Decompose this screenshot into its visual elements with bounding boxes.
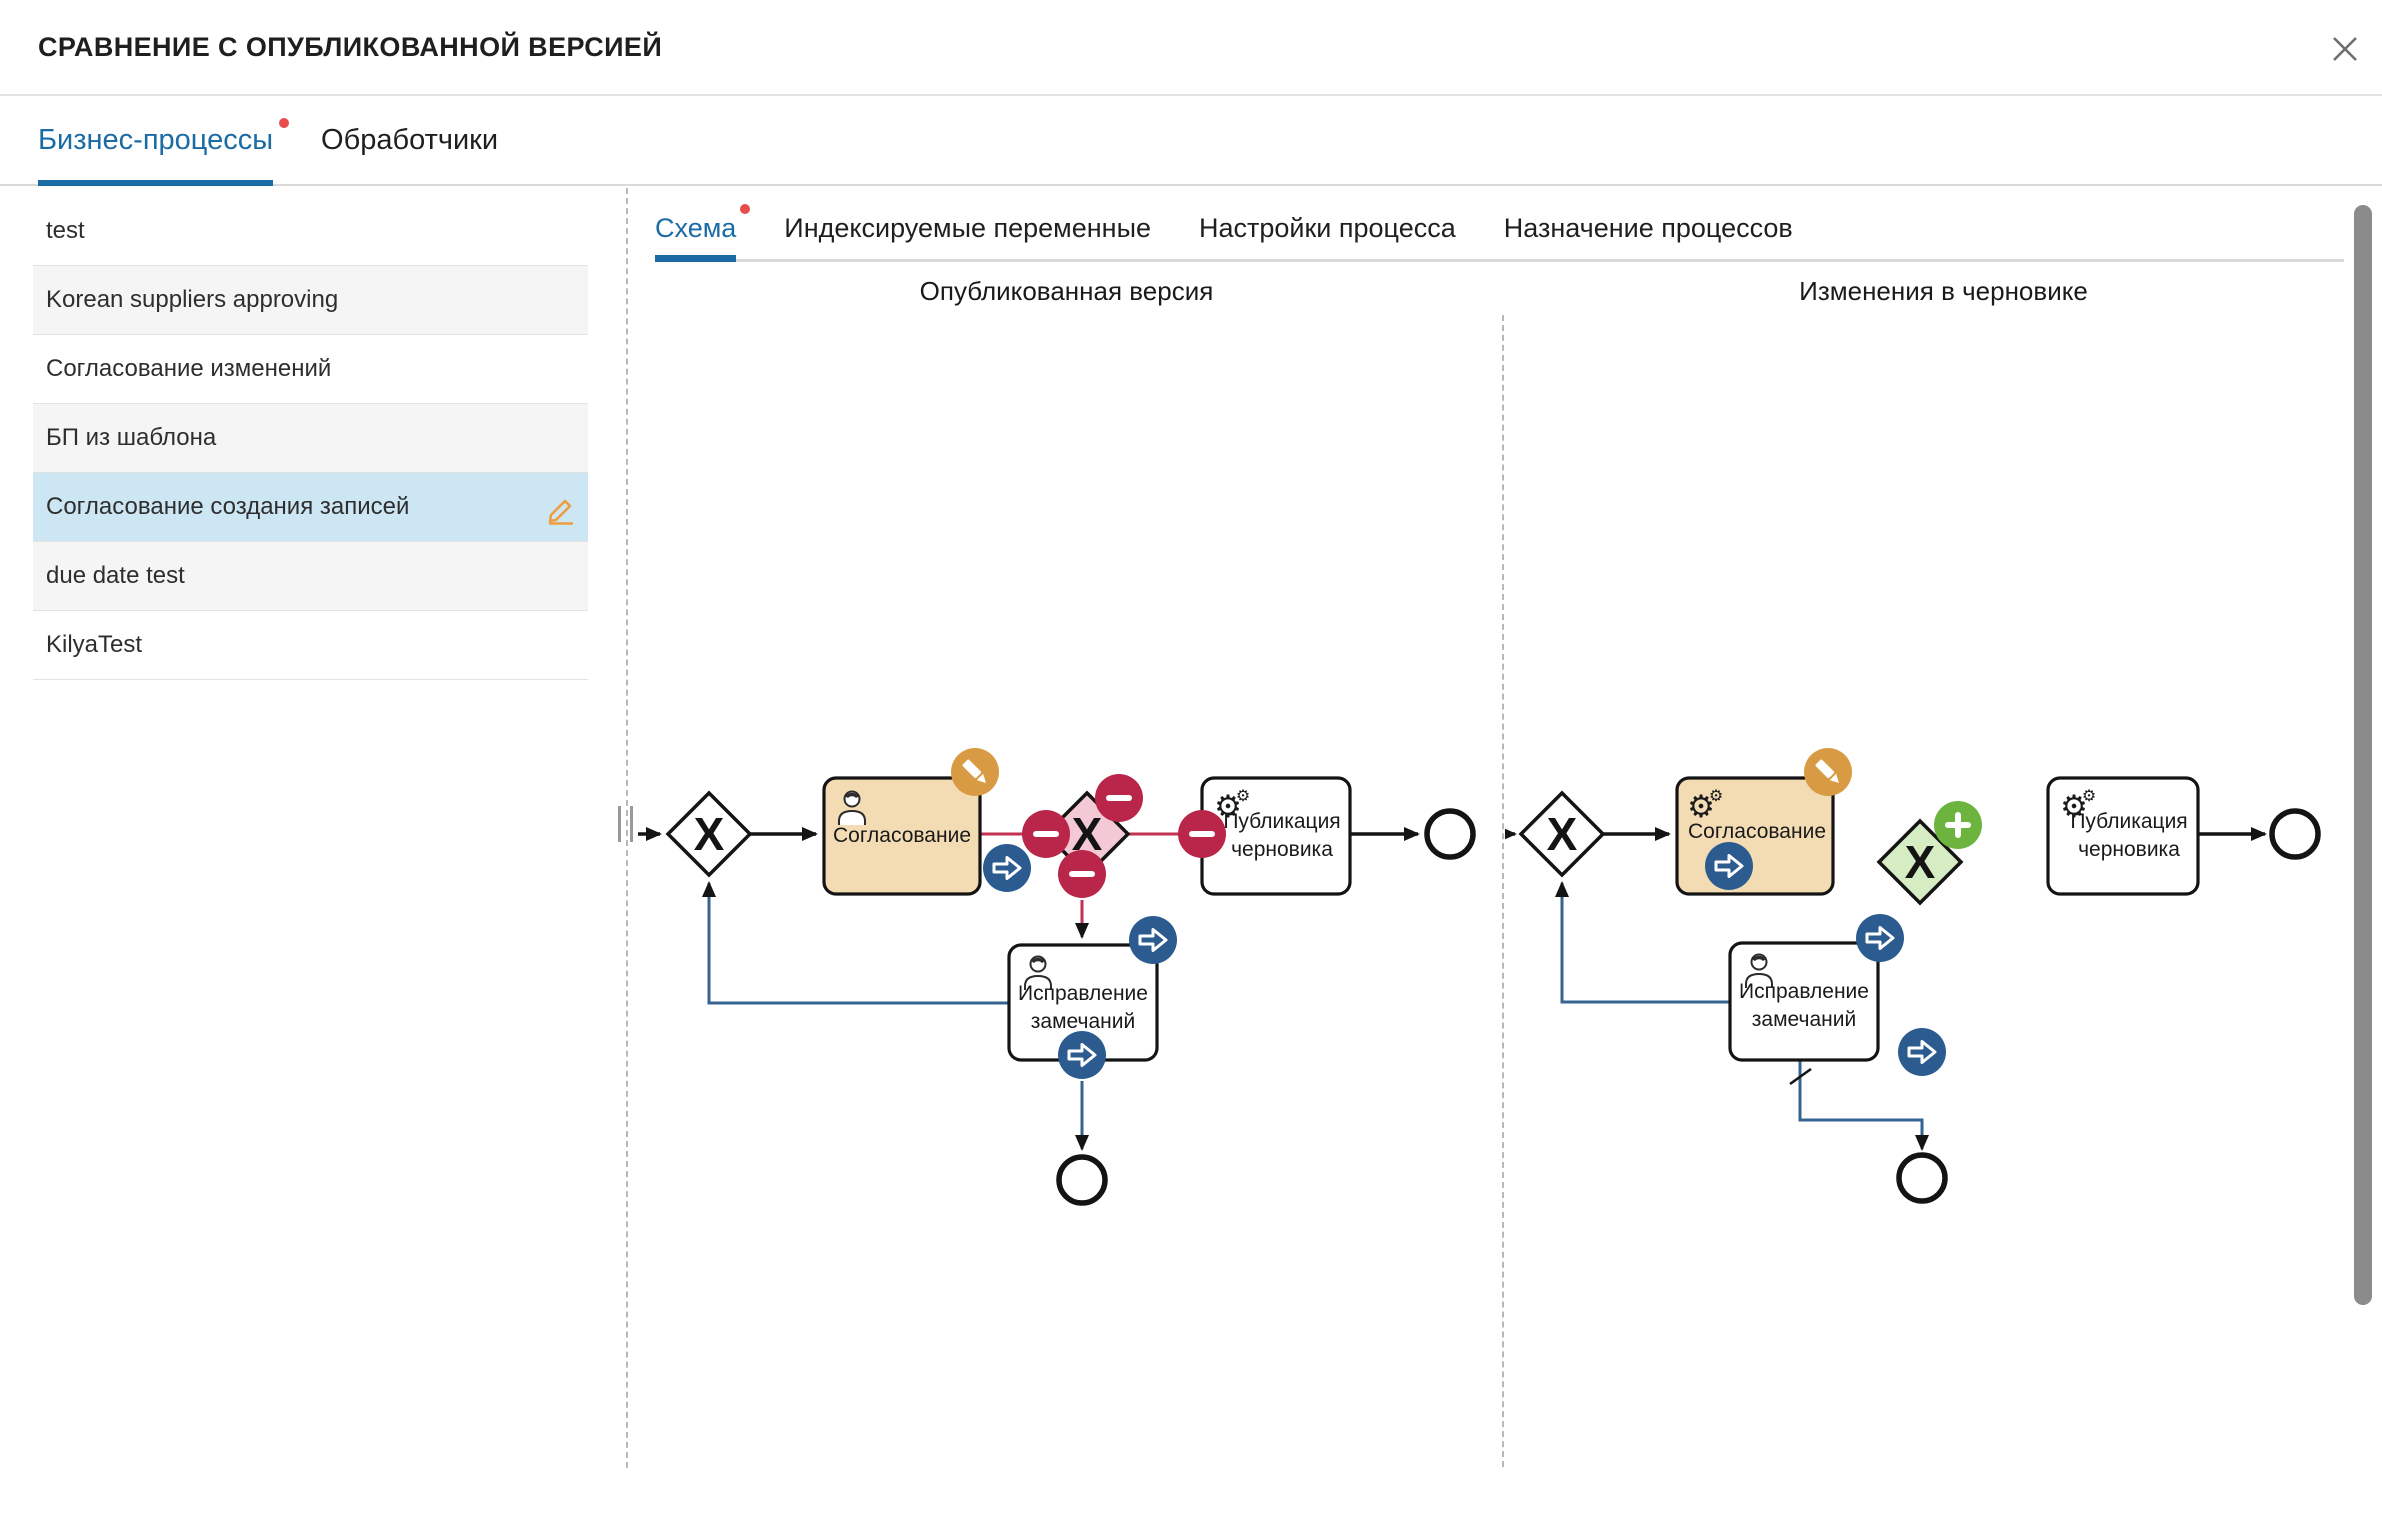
vertical-scrollbar[interactable] [2354,188,2372,1508]
task-fix-label: замечаний [1031,1010,1135,1033]
added-marker-icon [1934,801,1982,849]
close-icon [2333,37,2357,61]
feedback-sequence-flow [1555,881,1730,1004]
modified-marker-icon [951,748,999,796]
tab-process-settings[interactable]: Настройки процесса [1199,198,1456,259]
sidebar-item-due-date-test[interactable]: due date test [33,542,588,611]
process-name: due date test [46,562,185,589]
sidebar-item-kilyatest[interactable]: KilyaTest [33,611,588,680]
modal-header: СРАВНЕНИЕ С ОПУБЛИКОВАННОЙ ВЕРСИЕЙ [0,0,2382,96]
end-event [1424,808,1476,860]
modified-marker-icon [1804,748,1852,796]
sidebar-item-test[interactable]: test [33,197,588,266]
flow-change-marker-icon [1056,1029,1108,1081]
process-name: KilyaTest [46,631,143,658]
tab-schema[interactable]: Схема [655,198,751,262]
published-diagram-canvas[interactable]: X Согласование X Публикация черновика Ис… [630,300,1505,1470]
task-fix-label: замечаний [1752,1008,1856,1031]
sidebar-item-bp-iz-shablona[interactable]: БП из шаблона [33,404,588,473]
task-publish-label: черновика [2078,838,2180,861]
columns-divider [1502,315,1504,1467]
sidebar-item-soglasovanie-sozdaniya-zapisey[interactable]: Согласование создания записей [33,473,588,542]
default-flow-slash [1789,1067,1812,1086]
content-tabbar: Схема Индексируемые переменные Настройки… [655,198,2344,262]
exclusive-gateway [1518,790,1606,878]
process-name: test [46,217,85,244]
gateway-x-label: X [694,808,725,860]
tab-process-assignment-label: Назначение процессов [1503,213,1793,243]
end-event [1896,1152,1948,1204]
primary-tabbar: Бизнес-процессы Обработчики [0,96,2382,186]
draft-diagram-canvas[interactable]: X Согласование X Публикация черновика Ис… [1505,300,2382,1470]
edit-process-button[interactable] [542,489,580,527]
published-column-title: Опубликованная версия [919,276,1214,306]
notification-dot-icon [740,204,751,214]
task-publish-label: Публикация [1223,810,1340,833]
end-event [1056,1154,1108,1206]
feedback-sequence-flow [702,881,1009,1005]
task-publish-label: Публикация [2070,810,2187,833]
tab-schema-label: Схема [655,213,737,243]
flow-change-marker-icon [1896,1026,1948,1078]
sidebar-item-soglasovanie-izmeneniy[interactable]: Согласование изменений [33,335,588,404]
tab-process-settings-label: Настройки процесса [1199,213,1456,243]
removed-marker-icon [1058,850,1106,898]
task-publish-label: черновика [1231,838,1333,861]
flow-change-marker-icon [981,842,1033,894]
modal-title: СРАВНЕНИЕ С ОПУБЛИКОВАННОЙ ВЕРСИЕЙ [38,31,663,62]
tab-business-processes[interactable]: Бизнес-процессы [38,96,290,186]
tab-process-assignment[interactable]: Назначение процессов [1504,198,1793,259]
task-approval-label: Согласование [1688,820,1826,843]
tab-business-processes-label: Бизнес-процессы [38,123,274,156]
process-name: Korean suppliers approving [46,286,339,313]
task-fix-remarks [1728,941,1880,1062]
process-name: Согласование создания записей [46,493,410,520]
process-list: test Korean suppliers approving Согласов… [33,197,588,680]
flow-change-marker-icon [1127,914,1179,966]
notification-dot-icon [279,118,290,128]
close-button[interactable] [2322,26,2368,72]
scrollbar-thumb[interactable] [2354,205,2372,1305]
exclusive-gateway [665,790,753,878]
tab-handlers-label: Обработчики [321,123,499,156]
gateway-x-label: X [1905,836,1936,888]
tab-handlers[interactable]: Обработчики [321,96,498,184]
task-fix-label: Исправление [1739,980,1869,1003]
task-approval-label: Согласование [833,824,971,847]
process-name: БП из шаблона [46,424,217,451]
process-name: Согласование изменений [46,355,332,382]
added-exclusive-gateway [1876,818,1964,906]
tab-indexed-variables-label: Индексируемые переменные [784,213,1151,243]
divider-drag-handle[interactable] [618,806,633,842]
removed-marker-icon [1095,774,1143,822]
task-approval [822,776,982,896]
removed-marker-icon [1022,810,1070,858]
flow-change-marker-icon [1703,840,1755,892]
pencil-icon [548,499,573,525]
draft-column-title: Изменения в черновике [1799,276,2088,306]
task-fix-label: Исправление [1018,982,1148,1005]
removed-marker-icon [1178,810,1226,858]
sequence-flow [1798,1060,1929,1151]
flow-change-marker-icon [1854,912,1906,964]
sidebar-divider [626,188,628,1468]
gateway-x-label: X [1547,808,1578,860]
end-event [2269,808,2321,860]
tab-indexed-variables[interactable]: Индексируемые переменные [784,198,1151,259]
sidebar-item-korean-suppliers-approving[interactable]: Korean suppliers approving [33,266,588,335]
